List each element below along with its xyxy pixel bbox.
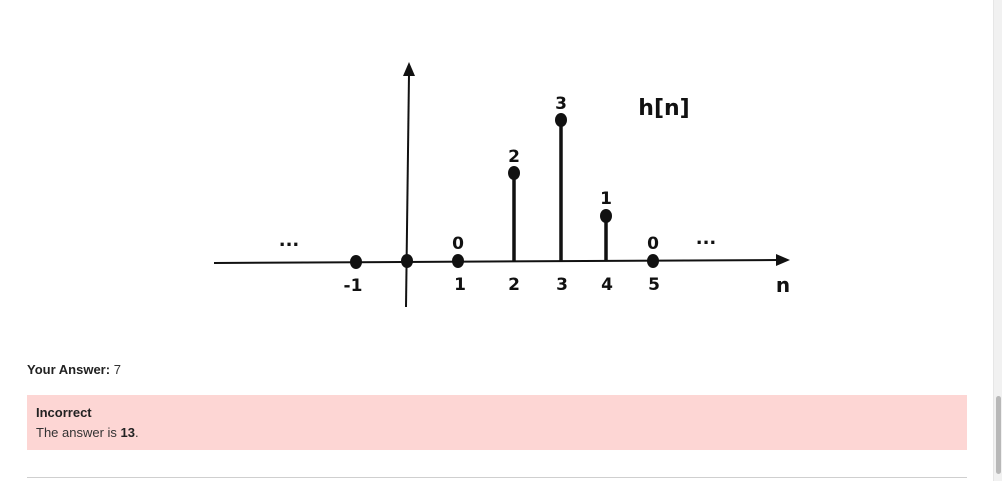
scrollbar-thumb[interactable] xyxy=(996,396,1001,474)
feedback-status: Incorrect xyxy=(36,405,92,420)
sample-dot-n-minus1 xyxy=(350,255,362,269)
tick-label-minus1: -1 xyxy=(344,276,363,296)
sample-dot-n5 xyxy=(647,254,659,268)
feedback-box: Incorrect The answer is 13. xyxy=(27,395,967,450)
n-axis-arrow xyxy=(776,254,790,266)
sample-dot-n0 xyxy=(401,254,413,268)
value-label-n3: 3 xyxy=(555,94,567,114)
feedback-text: The answer is 13. xyxy=(36,425,958,440)
vertical-axis-arrow xyxy=(403,62,415,76)
tick-label-3: 3 xyxy=(556,275,568,295)
page-scrollbar[interactable] xyxy=(993,0,1002,481)
tick-label-4: 4 xyxy=(601,275,613,295)
tick-label-5: 5 xyxy=(648,275,660,295)
feedback-text-after: . xyxy=(135,425,139,440)
vertical-axis-line xyxy=(405,73,410,308)
correct-answer-value: 13 xyxy=(120,425,136,440)
ellipsis-left: ... xyxy=(279,230,300,251)
n-axis-line xyxy=(213,259,779,264)
signal-label: h[n] xyxy=(638,96,689,121)
feedback-text-before: The answer is xyxy=(36,425,121,440)
your-answer-value: 7 xyxy=(113,362,121,377)
sample-dot-n4 xyxy=(600,209,612,223)
value-label-n4: 1 xyxy=(600,189,612,209)
sample-dot-n3 xyxy=(555,113,567,127)
your-answer-prefix: Your Answer: xyxy=(27,362,111,377)
tick-label-2: 2 xyxy=(508,275,520,295)
impulse-response-figure: 0 2 3 1 0 ... ... -1 1 2 3 4 5 n h[n] xyxy=(213,62,790,308)
sample-dot-n1 xyxy=(452,254,464,268)
value-label-n1: 0 xyxy=(452,234,464,254)
value-label-n5: 0 xyxy=(647,234,659,254)
section-divider xyxy=(27,477,967,478)
value-label-n2: 2 xyxy=(508,147,520,167)
your-answer-line: Your Answer: 7 xyxy=(27,362,121,377)
n-axis-label: n xyxy=(776,273,790,297)
ellipsis-right: ... xyxy=(696,228,717,249)
stem-plot: 0 2 3 1 0 ... ... -1 1 2 3 4 5 n h[n] xyxy=(213,62,790,308)
sample-dot-n2 xyxy=(508,166,520,180)
tick-label-1: 1 xyxy=(454,275,466,295)
